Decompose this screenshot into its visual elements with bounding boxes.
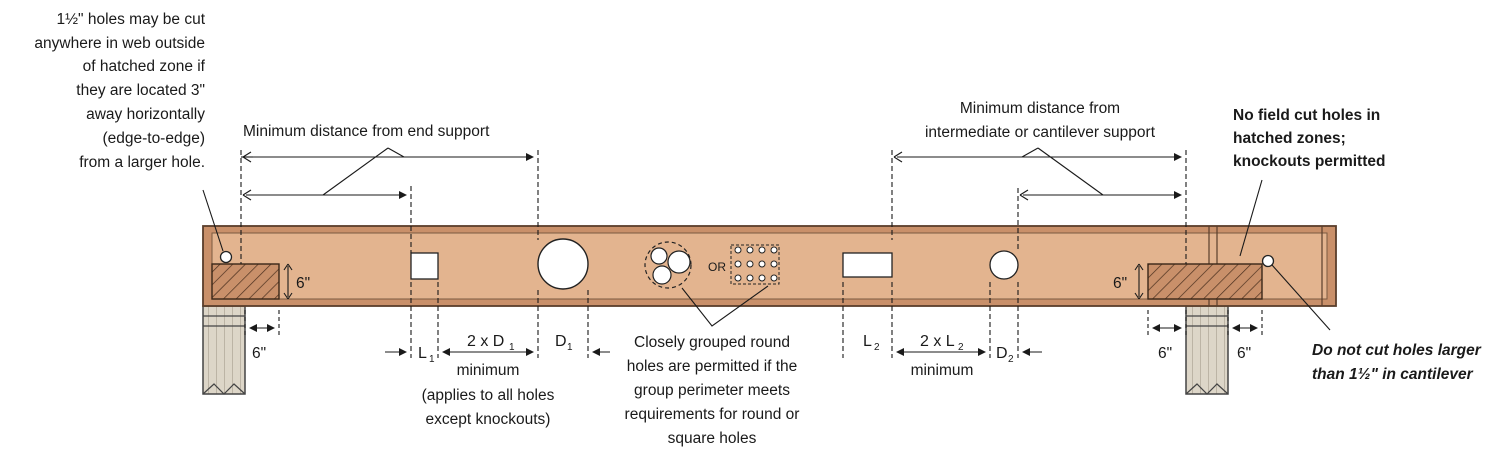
hatched-zone-left <box>211 263 280 300</box>
svg-text:1: 1 <box>509 342 515 353</box>
svg-text:they are located 3": they are located 3" <box>76 82 205 99</box>
right-support-post <box>1185 305 1229 395</box>
note-intermediate-support: Minimum distance from intermediate or ca… <box>925 100 1156 141</box>
label-D2: D 2 <box>996 345 1014 365</box>
svg-text:2: 2 <box>1008 354 1014 365</box>
note-applies: minimum (applies to all holes except kno… <box>422 362 555 428</box>
six-inch-left-horizontal: 6" <box>252 345 266 362</box>
note-small-hole: 1½" holes may be cut anywhere in web out… <box>34 11 205 171</box>
svg-text:1: 1 <box>567 342 573 353</box>
joist-web <box>211 232 1328 300</box>
svg-text:2: 2 <box>958 342 964 353</box>
svg-text:of hatched zone if: of hatched zone if <box>83 58 206 75</box>
left-support-post <box>202 305 246 395</box>
note-end-support: Minimum distance from end support <box>243 123 490 140</box>
svg-text:(edge-to-edge): (edge-to-edge) <box>102 130 205 147</box>
svg-text:L: L <box>863 333 872 350</box>
svg-text:No field cut holes in: No field cut holes in <box>1233 107 1380 124</box>
label-D1: D 1 <box>555 333 573 353</box>
large-round-hole <box>537 238 589 290</box>
medium-round-hole <box>989 250 1019 280</box>
small-hole-left <box>219 250 233 264</box>
label-2xD1: 2 x D 1 <box>467 333 515 353</box>
svg-text:2 x D: 2 x D <box>467 333 504 350</box>
label-L1: L 1 <box>418 345 435 365</box>
svg-text:requirements for round or: requirements for round or <box>625 406 800 423</box>
svg-text:anywhere in web outside: anywhere in web outside <box>34 35 205 52</box>
svg-text:2: 2 <box>874 342 880 353</box>
knockout-grid <box>730 244 780 285</box>
svg-text:Minimum distance from: Minimum distance from <box>960 100 1120 117</box>
hatched-zone-right <box>1147 263 1263 300</box>
note-grouped-holes: Closely grouped round holes are permitte… <box>625 334 800 447</box>
svg-text:D: D <box>555 333 567 350</box>
svg-text:Closely grouped round: Closely grouped round <box>634 334 790 351</box>
or-label: OR <box>708 260 726 274</box>
svg-text:knockouts permitted: knockouts permitted <box>1233 153 1385 170</box>
svg-text:2 x L: 2 x L <box>920 333 955 350</box>
note-hatched-zones: No field cut holes in hatched zones; kno… <box>1233 107 1385 170</box>
svg-text:away horizontally: away horizontally <box>86 106 205 123</box>
square-hole <box>410 252 439 280</box>
six-inch-right-vertical: 6" <box>1113 275 1127 292</box>
label-minimum-right: minimum <box>911 362 974 379</box>
svg-text:except knockouts): except knockouts) <box>426 411 551 428</box>
six-inch-right-b: 6" <box>1237 345 1251 362</box>
svg-text:1: 1 <box>429 354 435 365</box>
svg-text:D: D <box>996 345 1008 362</box>
six-inch-right-a: 6" <box>1158 345 1172 362</box>
svg-text:square holes: square holes <box>668 430 757 447</box>
svg-text:from a larger hole.: from a larger hole. <box>79 154 205 171</box>
svg-text:than 1½" in cantilever: than 1½" in cantilever <box>1312 366 1474 383</box>
label-L2: L 2 <box>863 333 880 353</box>
grouped-holes <box>644 241 692 289</box>
label-2xL2: 2 x L 2 <box>920 333 964 353</box>
small-hole-right <box>1261 254 1275 268</box>
note-cantilever: Do not cut holes larger than 1½" in cant… <box>1312 342 1482 383</box>
six-inch-left-vertical: 6" <box>296 275 310 292</box>
svg-text:group perimeter meets: group perimeter meets <box>634 382 790 399</box>
svg-text:1½" holes may be cut: 1½" holes may be cut <box>56 11 205 28</box>
svg-text:(applies to all holes: (applies to all holes <box>422 387 555 404</box>
joist <box>202 225 1337 307</box>
dimension-lines <box>202 147 1331 358</box>
svg-text:minimum: minimum <box>457 362 520 379</box>
svg-text:intermediate or cantilever sup: intermediate or cantilever support <box>925 124 1156 141</box>
rectangular-hole <box>842 252 893 278</box>
svg-text:hatched zones;: hatched zones; <box>1233 130 1346 147</box>
svg-text:L: L <box>418 345 427 362</box>
svg-text:holes are permitted if the: holes are permitted if the <box>627 358 798 375</box>
svg-text:Do not cut holes larger: Do not cut holes larger <box>1312 342 1482 359</box>
